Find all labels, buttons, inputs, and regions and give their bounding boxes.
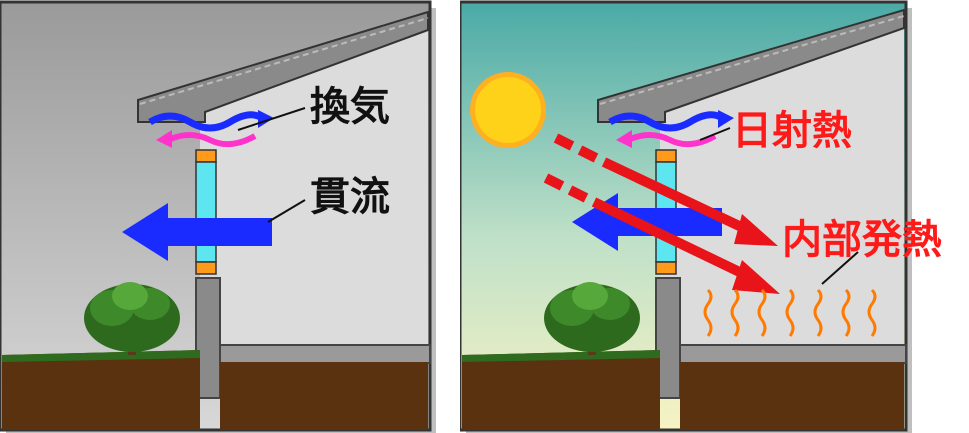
ventilation-wave-blue [608,111,724,132]
internal-heat-leader [821,251,859,285]
roof-edge [139,17,429,105]
ventilation-wave-blue-head [718,110,734,128]
ground-left [462,350,660,430]
solar-heat-label: 日射熱 [732,108,852,154]
internal-heat-arrows [703,288,877,337]
window-top-frame [195,149,217,163]
floor-slab [657,344,907,364]
shrub [544,282,640,355]
floor-slab [197,344,431,364]
ground-right [680,362,904,430]
ventilation-wave-magenta [166,132,257,148]
roof-edge [599,15,905,105]
window-bottom-frame [655,261,677,275]
grass-strip [2,350,200,362]
solar-ray-lower [543,173,780,294]
left-panel: 換気 貫流 [0,0,440,433]
transmission-arrow [122,203,272,261]
sun-icon [470,72,546,148]
shrub [84,282,180,355]
internal-heat-label: 内部発熱 [782,217,942,263]
right-panel-drawing [460,0,912,433]
ventilation-leader [237,107,306,131]
ventilation-wave-blue-head [258,110,274,128]
roof [597,8,905,123]
grass-strip [462,350,660,362]
transmission-leader [267,199,306,223]
ventilation-wave-blue [148,111,264,132]
window-top-frame [655,149,677,163]
ground-right [220,362,428,430]
transmission-label: 貫流 [310,174,390,220]
solar-ray-upper [553,133,778,246]
ground-left [2,350,200,430]
right-panel: 日射熱 内部発熱 [460,0,969,433]
ventilation-wave-magenta-head [616,130,632,148]
ventilation-label: 換気 [310,84,390,130]
solar-heat-leader [699,127,731,141]
interior-wall [200,14,428,350]
ventilation-wave-magenta-head [156,130,172,148]
window-glass [195,161,217,263]
ventilation-wave-magenta [626,132,717,148]
window-bottom-frame [195,261,217,275]
left-panel-drawing [0,0,436,433]
